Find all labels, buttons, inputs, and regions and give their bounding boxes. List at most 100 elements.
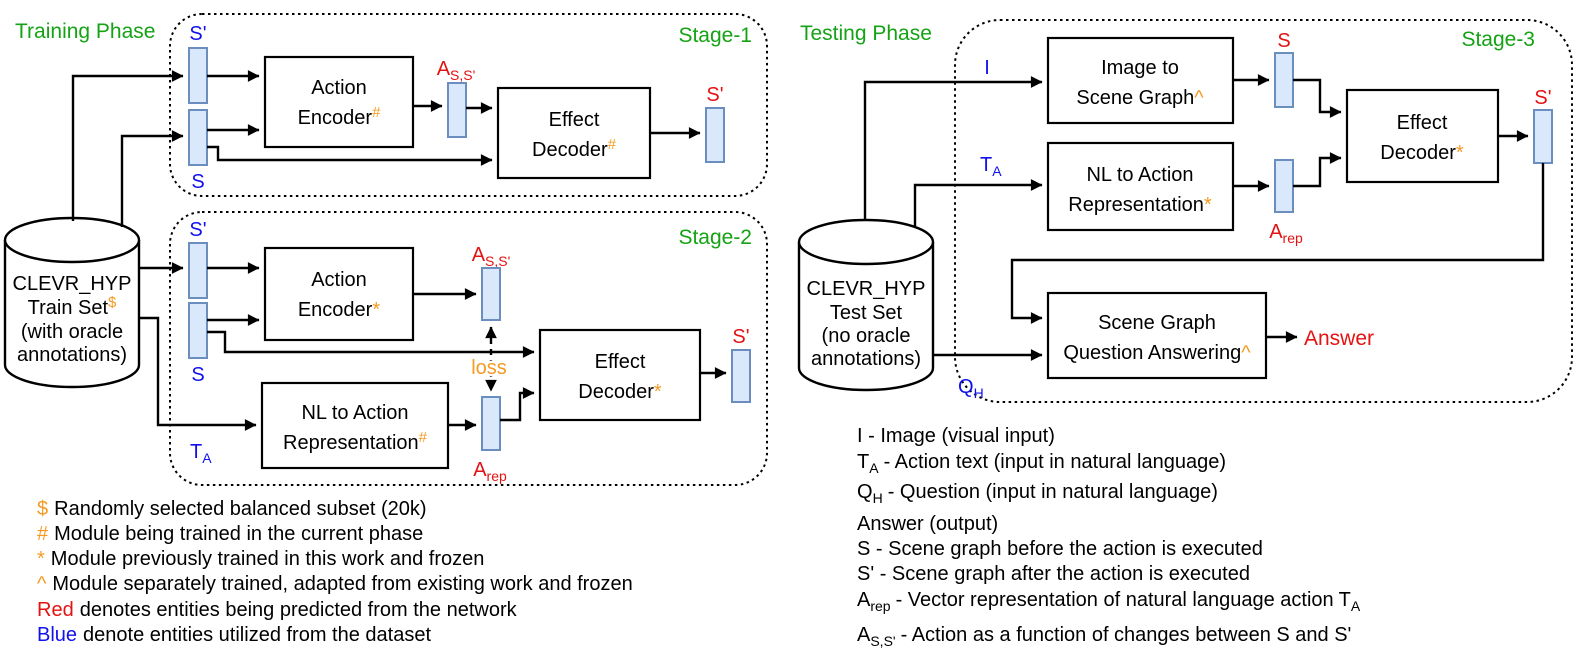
- stage2-action-encoder-box: [263, 246, 415, 342]
- arrow-stage2-a-rep-to-decoder: [500, 387, 535, 422]
- train-dataset-line4: annotations): [17, 344, 127, 366]
- stage2-s-prime-in-bar: [188, 242, 208, 299]
- test-dataset-cylinder-top: [797, 218, 935, 266]
- legend-right: I - Image (visual input) TA- Action text…: [857, 425, 1361, 649]
- testing-phase-label: Testing Phase: [800, 22, 932, 45]
- train-dataset-line3: (with oracle: [21, 321, 123, 343]
- stage2-effect-decoder-line1: Effect: [595, 351, 646, 373]
- legend-left-row-subset: $Randomly selected balanced subset (20k): [37, 498, 427, 520]
- train-dataset-cylinder: [3, 240, 141, 389]
- stage1-title: Stage-1: [678, 24, 752, 47]
- stage3-s-prime-bar: [1533, 109, 1553, 164]
- stage2-a-ss-bar: [481, 267, 501, 321]
- arrow-s-bar-to-decoder: [1293, 78, 1342, 118]
- stage1-effect-decoder-line2: Decoder#: [532, 136, 617, 161]
- stage3-s-bar: [1274, 52, 1294, 108]
- stage1-border: [169, 13, 768, 197]
- stage2-border: [169, 211, 768, 486]
- test-dataset-line3: (no oracle: [822, 325, 911, 347]
- arrow-cylinder-to-stage1-s-prime: [71, 70, 184, 221]
- stage2-loss-label: loss: [471, 357, 507, 379]
- stage1-action-encoder-box: [263, 55, 415, 149]
- legend-right-row-s: S - Scene graph before the action is exe…: [857, 538, 1263, 560]
- stage2-nl-to-action-line2: Representation#: [283, 429, 428, 454]
- stage1-s-prime-in-bar: [188, 47, 208, 104]
- arrow-cylinder-to-stage2-nl: [139, 316, 257, 431]
- stage3-sgqa-box: [1046, 291, 1268, 380]
- stage1-effect-decoder-box: [496, 86, 652, 180]
- stage1-s-in-bar: [188, 109, 208, 166]
- stage3-image-to-scene-graph-line2: Scene Graph^: [1076, 87, 1204, 109]
- stage2-nl-to-action-box: [260, 381, 450, 470]
- legend-right-row-a-rep: Arep- Vector representation of natural l…: [857, 589, 1361, 614]
- test-dataset-line1: CLEVR_HYP: [807, 278, 926, 300]
- stage3-sgqa-line1: Scene Graph: [1098, 312, 1216, 334]
- stage3-a-rep-bar: [1274, 159, 1294, 213]
- stage2-s-prime-in-label: S': [189, 219, 206, 241]
- legend-left: $Randomly selected balanced subset (20k)…: [37, 498, 633, 646]
- stage3-effect-decoder-box: [1345, 88, 1500, 184]
- stage3-answer-label: Answer: [1304, 327, 1374, 350]
- stage3-sgqa-line2: Question Answering^: [1063, 342, 1251, 364]
- test-dataset-line4: annotations): [811, 348, 921, 370]
- legend-left-row-hash: #Module being trained in the current pha…: [37, 523, 423, 545]
- legend-left-row-caret: ^Module separately trained, adapted from…: [37, 573, 633, 595]
- legend-right-row-qh: QH- Question (input in natural language): [857, 481, 1218, 506]
- arrow-cylinder-to-stage1-s: [120, 130, 184, 227]
- stage1-a-ss-label: AS,S': [437, 58, 476, 83]
- stage3-t-a-label: TA: [980, 154, 1002, 179]
- legend-right-row-s-prime: S' - Scene graph after the action is exe…: [857, 563, 1250, 585]
- stage1-s-in-label: S: [191, 171, 204, 193]
- stage3-effect-decoder-line1: Effect: [1397, 112, 1448, 134]
- stage2-title: Stage-2: [678, 226, 752, 249]
- stage2-s-prime-out-label: S': [732, 326, 749, 348]
- stage2-nl-to-action-line1: NL to Action: [301, 402, 408, 424]
- stage1-action-encoder-line2: Encoder#: [298, 104, 382, 129]
- stage2-t-a-label: TA: [190, 441, 212, 466]
- training-phase-label: Training Phase: [15, 20, 155, 43]
- legend-left-row-star: *Module previously trained in this work …: [37, 548, 484, 570]
- stage2-s-in-bar: [188, 302, 208, 359]
- stage3-effect-decoder-line2: Decoder*: [1380, 142, 1464, 164]
- train-dataset-line2: Train Set$: [28, 294, 117, 319]
- arrow-stage1-s-to-decoder: [207, 145, 493, 166]
- stage3-nl-to-action-box: [1046, 141, 1235, 232]
- legend-right-row-answer: Answer (output): [857, 513, 998, 535]
- stage2-a-ss-label: AS,S': [472, 244, 511, 269]
- stage2-s-prime-out-bar: [731, 349, 751, 403]
- stage1-s-prime-in-label: S': [189, 23, 206, 45]
- legend-right-row-i: I - Image (visual input): [857, 425, 1055, 447]
- stage2-action-encoder-line1: Action: [311, 269, 367, 291]
- stage3-nl-to-action-line1: NL to Action: [1086, 164, 1193, 186]
- test-dataset-line2: Test Set: [830, 302, 903, 324]
- stage1-effect-decoder-line1: Effect: [549, 109, 600, 131]
- stage3-i-label: I: [984, 57, 990, 79]
- stage3-image-to-scene-graph-line1: Image to: [1101, 57, 1179, 79]
- stage1-action-encoder-line1: Action: [311, 77, 367, 99]
- stage2-a-rep-label: Arep: [473, 459, 507, 484]
- stage2-action-encoder-line2: Encoder*: [298, 299, 381, 321]
- stage3-a-rep-label: Arep: [1269, 221, 1303, 246]
- arrow-a-rep-to-decoder: [1293, 152, 1342, 188]
- legend-right-row-a-ss: AS,S'- Action as a function of changes b…: [857, 624, 1351, 649]
- stage1-a-ss-bar: [447, 82, 467, 138]
- stage3-s-label: S: [1277, 30, 1290, 52]
- arrow-cylinder-to-stage3-nl: [913, 179, 1043, 227]
- stage3-image-to-scene-graph-box: [1046, 36, 1235, 125]
- stage2-effect-decoder-line2: Decoder*: [578, 381, 662, 403]
- arrow-stage2-s-to-decoder: [207, 330, 535, 358]
- train-dataset-cylinder-top: [3, 216, 141, 264]
- stage3-q-h-label: QH: [958, 376, 984, 401]
- legend-right-row-ta: TA- Action text (input in natural langua…: [857, 451, 1226, 476]
- stage1-s-prime-out-label: S': [706, 84, 723, 106]
- arrow-s-prime-feedback-to-sgqa: [1010, 163, 1545, 324]
- arrow-cylinder-to-image-box: [863, 76, 1043, 221]
- stage3-title: Stage-3: [1461, 28, 1535, 51]
- stage2-effect-decoder-box: [538, 328, 702, 422]
- stage3-s-prime-label: S': [1534, 87, 1551, 109]
- stage3-nl-to-action-line2: Representation*: [1068, 194, 1212, 216]
